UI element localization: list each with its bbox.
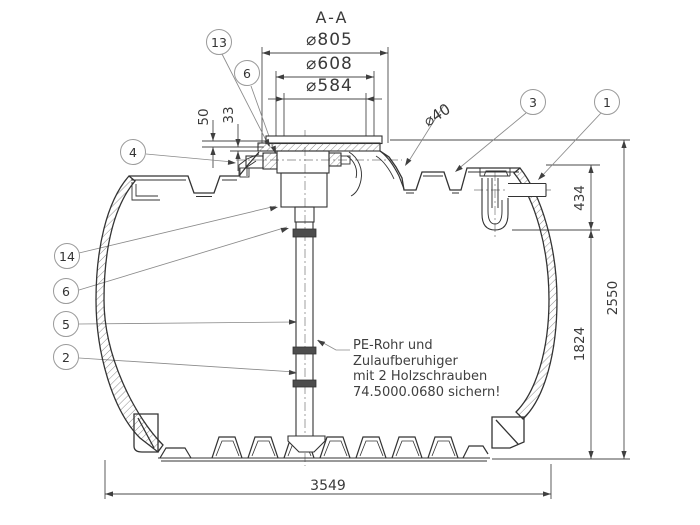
elbow-top	[479, 168, 511, 177]
inlet-elbow	[479, 168, 547, 231]
annotation-note: PE-Rohr und Zulaufberuhiger mit 2 Holzsc…	[353, 338, 500, 400]
pipe-base-flare	[287, 435, 326, 453]
filter-box-top	[276, 150, 330, 174]
left-foot	[133, 413, 159, 453]
manhole-lid	[265, 135, 383, 145]
dim-805: ⌀805	[306, 30, 353, 50]
leader-lines	[78, 53, 602, 373]
dimension-lines	[104, 47, 630, 499]
right-boss	[328, 152, 342, 167]
bottom-baseline	[158, 457, 490, 462]
pipe-coupling-3	[292, 379, 317, 388]
annotation-line-2: Zulaufberuhiger	[353, 353, 458, 369]
dim-434: 434	[572, 185, 588, 211]
balloon-2: 2	[53, 344, 79, 370]
balloon-6-top: 6	[234, 60, 260, 86]
filter-box-body	[280, 172, 328, 208]
dim-33: 33	[221, 106, 237, 124]
section-title: A-A	[315, 8, 349, 27]
manhole-assembly	[239, 135, 405, 223]
dim-2550: 2550	[605, 280, 621, 316]
elbow-outer	[481, 178, 509, 231]
balloon-3: 3	[520, 89, 546, 115]
left-boss	[262, 152, 278, 170]
dome-right-skirt	[379, 150, 405, 190]
pipe-coupling-1	[292, 228, 317, 238]
top-profile-right	[379, 150, 520, 191]
top-profile-right-inner	[375, 155, 519, 194]
top-left-bracket	[131, 182, 160, 201]
pipe-coupling-2	[292, 346, 317, 355]
elbow-inner	[487, 178, 503, 225]
right-foot	[491, 416, 525, 449]
inlet-stub-pipe	[508, 182, 547, 198]
manhole-collar	[257, 142, 381, 152]
tank-right-wall	[513, 167, 558, 420]
arrowheads	[105, 50, 627, 497]
left-boss-cap	[245, 155, 264, 169]
top-profile-left	[129, 151, 260, 194]
right-boss-nipple	[340, 155, 351, 165]
internal-funnel	[346, 151, 362, 197]
centerlines	[236, 130, 552, 466]
filter-box-outlet	[294, 206, 315, 223]
inlet-calmer-pipe	[287, 222, 326, 453]
balloon-14: 14	[54, 243, 80, 269]
annotation-line-4: 74.5000.0680 sichern!	[353, 384, 501, 400]
balloon-4: 4	[120, 139, 146, 165]
dim-3549: 3549	[310, 478, 346, 494]
dim-584: ⌀584	[306, 76, 353, 96]
balloon-6-mid: 6	[53, 278, 79, 304]
balloon-5: 5	[53, 311, 79, 337]
dim-50: 50	[196, 108, 212, 126]
annotation-line-1: PE-Rohr und	[353, 338, 433, 353]
tank-body	[95, 150, 558, 462]
top-profile-left-inner	[131, 153, 260, 197]
left-boss-nut	[239, 167, 250, 178]
annotation-line-3: mit 2 Holzschrauben	[353, 369, 488, 385]
dim-608: ⌀608	[306, 54, 353, 74]
balloon-13: 13	[206, 29, 232, 55]
tank-left-wall	[95, 175, 164, 453]
balloon-1: 1	[594, 89, 620, 115]
dim-1824: 1824	[572, 326, 588, 362]
